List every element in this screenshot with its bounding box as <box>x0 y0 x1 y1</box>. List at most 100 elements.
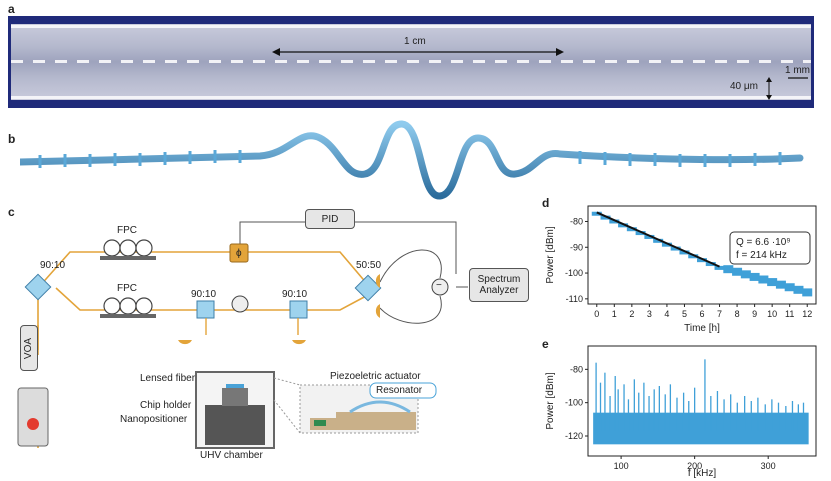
piezo-block <box>314 420 326 426</box>
chart-d-point <box>644 234 655 239</box>
fpc-top-label: FPC <box>117 225 137 236</box>
chart-d-xlabel: Time [h] <box>684 323 720 334</box>
chart-d-ytick-label: -80 <box>570 216 583 226</box>
chart-d-point <box>784 283 795 292</box>
rail-top <box>11 25 811 28</box>
split-left-label: 90:10 <box>40 260 66 271</box>
chart-e-xtick-label: 200 <box>687 461 702 471</box>
panel-letter-b: b <box>8 132 16 146</box>
chart-d-point <box>635 231 646 236</box>
resonator-label: Resonator <box>376 385 423 396</box>
chart-d-point <box>740 270 751 279</box>
spectrum-analyzer-box: Spectrum Analyzer <box>469 268 529 302</box>
minus-label: − <box>436 280 442 291</box>
piezo-label: Piezoeletric actuator <box>330 371 421 382</box>
substrate <box>310 412 416 430</box>
chart-d-xtick-label: 8 <box>735 309 740 319</box>
fpc-base-top <box>100 256 156 260</box>
chart-d-point <box>767 278 778 287</box>
chart-e-noise-band <box>593 412 809 445</box>
chart-e-ylabel: Power [dBm] <box>545 372 556 429</box>
chart-d-xtick-label: 11 <box>785 309 794 319</box>
chart-d-point <box>688 254 699 259</box>
chart-e: 100 200 300 -80 -100 -120 f [kHz] Power [dBm… <box>545 345 817 478</box>
chart-d-point <box>793 285 804 294</box>
chart-e-ytick-label: -120 <box>565 431 583 441</box>
nanopositioner-block <box>205 405 265 445</box>
chart-d-point <box>679 250 690 255</box>
circulator-icon <box>231 295 249 313</box>
scale-label-mm: 1 mm <box>785 65 810 76</box>
chart-d-point <box>723 265 734 274</box>
chart-d-point <box>758 275 769 284</box>
chart-d-xtick-label: 0 <box>594 309 599 319</box>
chart-d-point <box>749 272 760 281</box>
splitter-mid-right <box>289 300 308 319</box>
resonator-label-box <box>369 382 437 399</box>
fpc-base-bottom <box>100 314 156 318</box>
chart-e-ytick-label: -80 <box>570 364 583 374</box>
chart-d-xtick-label: 12 <box>802 309 812 319</box>
chart-d-ytick-label: -100 <box>565 268 583 278</box>
width-label: 40 μm <box>730 81 758 92</box>
mode-shape-illustration <box>20 120 804 200</box>
chart-d-point <box>609 219 620 224</box>
detector-mid-right <box>292 340 306 345</box>
chart-d-point <box>802 288 813 297</box>
scale-label-cm: 1 cm <box>404 36 426 47</box>
chart-d-annotation-f: f = 214 kHz <box>736 250 787 261</box>
split-right-label: 50:50 <box>356 260 382 271</box>
split-mid-left-label: 90:10 <box>191 289 217 300</box>
chart-d-point <box>618 223 629 228</box>
chart-d-xtick-label: 9 <box>752 309 757 319</box>
chip <box>226 384 244 388</box>
micrograph-overlay <box>272 48 808 100</box>
chart-d-xtick-label: 1 <box>612 309 617 319</box>
chart-e-ytick-label: -100 <box>565 398 583 408</box>
chart-d-xtick-label: 6 <box>699 309 704 319</box>
setup-schematic <box>17 221 468 449</box>
phase-label: ϕ <box>236 248 242 259</box>
nanopositioner-label: Nanopositioner <box>120 414 188 425</box>
pid-box: PID <box>305 209 355 229</box>
detector-top <box>375 274 380 288</box>
chart-d-xtick-label: 3 <box>647 309 652 319</box>
chart-d-annotation-q: Q = 6.6 ·10⁹ <box>736 237 791 248</box>
chart-d-xtick-label: 7 <box>717 309 722 319</box>
chart-d-xtick-label: 5 <box>682 309 687 319</box>
chip-holder-block <box>222 388 248 406</box>
chart-d-ytick-label: -90 <box>570 242 583 252</box>
uhv-chamber-label: UHV chamber <box>200 450 263 461</box>
chart-d-ytick-label: -110 <box>566 294 583 304</box>
splitter-mid-left <box>196 300 215 319</box>
voa-label: VOA <box>23 337 35 359</box>
chart-d-xtick-label: 4 <box>664 309 669 319</box>
panel-letter-a: a <box>8 2 15 16</box>
splitter-left <box>24 273 52 301</box>
resonator-dashes <box>11 60 811 63</box>
chart-d-point <box>714 265 725 270</box>
chart-e-xtick-label: 300 <box>761 461 776 471</box>
chart-e-xtick-label: 100 <box>614 461 629 471</box>
micrograph-image: 1 cm 1 mm 40 μm <box>8 16 814 108</box>
chart-e-xlabel: f [kHz] <box>688 468 717 478</box>
panel-letter-c: c <box>8 205 15 219</box>
subtractor-icon <box>431 278 449 296</box>
laser-icon <box>27 418 39 430</box>
chart-d-point <box>670 246 681 251</box>
panel-letter-e: e <box>542 337 549 351</box>
chart-d-point <box>626 227 637 232</box>
voa-box: VOA <box>20 325 38 371</box>
chart-d-point <box>600 215 611 220</box>
chart-d-point <box>591 211 602 216</box>
resonator-arc <box>349 400 411 414</box>
micrograph-field <box>11 24 811 100</box>
rail-bottom <box>11 96 811 99</box>
chart-d-point <box>775 280 786 289</box>
chart-d-ylabel: Power [dBm] <box>545 226 556 283</box>
chart-d-point <box>697 258 707 263</box>
chip-holder-label: Chip holder <box>140 400 192 411</box>
panel-letter-d: d <box>542 196 550 210</box>
chart-d-annotation-box <box>729 231 811 265</box>
